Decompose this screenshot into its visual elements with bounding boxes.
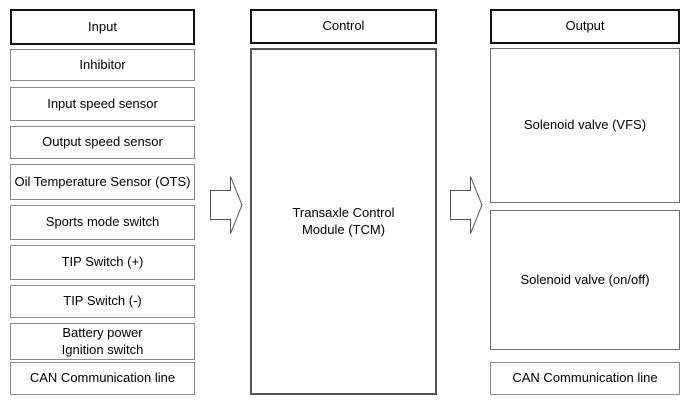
right-arrow-icon [210,176,243,234]
input-box-inhibitor: Inhibitor [10,49,195,81]
input-box-input-speed-sensor: Input speed sensor [10,87,195,121]
input-box-battery-ignition: Battery power Ignition switch [10,323,195,360]
output-box-solenoid-vfs: Solenoid valve (VFS) [490,48,680,203]
input-box-oil-temp-sensor: Oil Temperature Sensor (OTS) [10,164,195,200]
input-box-can-line: CAN Communication line [10,362,195,395]
input-column-header: Input [10,9,195,45]
input-box-tip-switch-minus: TIP Switch (-) [10,285,195,318]
input-box-tip-switch-plus: TIP Switch (+) [10,245,195,280]
control-column-header: Control [250,9,437,44]
output-box-solenoid-onoff: Solenoid valve (on/off) [490,210,680,350]
tcm-module-box: Transaxle Control Module (TCM) [250,48,437,395]
input-box-sports-mode-switch: Sports mode switch [10,205,195,240]
output-column-header: Output [490,9,680,44]
right-arrow-icon [450,176,483,234]
input-box-output-speed-sensor: Output speed sensor [10,126,195,159]
output-box-can-line: CAN Communication line [490,362,680,395]
